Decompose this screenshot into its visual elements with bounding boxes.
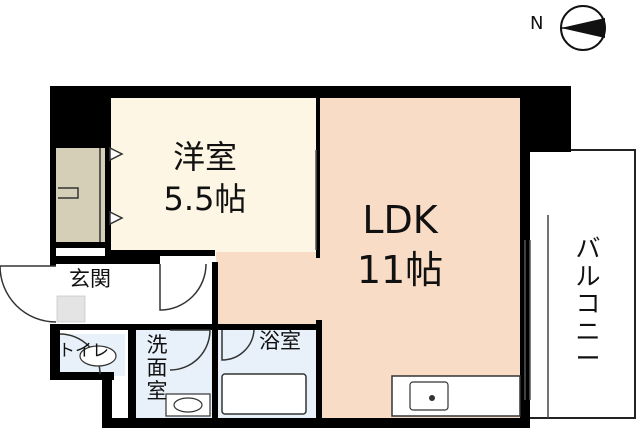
wash-basin	[165, 393, 211, 417]
ldk-label: LDK	[362, 198, 438, 242]
entrance-tile	[56, 295, 86, 323]
balcony	[526, 149, 636, 419]
washroom-label: 洗 面 室	[146, 333, 168, 404]
western-room-floor-lower	[110, 98, 316, 252]
kitchen-counter	[391, 375, 521, 417]
bath-label: 浴室	[259, 329, 301, 353]
toilet-fixture	[79, 345, 117, 367]
compass-icon	[560, 5, 606, 51]
closet-doors	[58, 146, 124, 242]
windows	[315, 150, 531, 400]
western-room-size: 5.5帖	[163, 180, 247, 218]
balcony-label: バ ル コ ニ ー	[575, 234, 601, 373]
entrance-label: 玄関	[69, 267, 111, 291]
bathtub	[221, 373, 307, 415]
compass-north-label: N	[530, 13, 544, 34]
door-swings	[0, 263, 255, 375]
closet-floor	[55, 145, 107, 245]
western-room-label: 洋室	[172, 138, 237, 176]
hallway-floor	[115, 262, 215, 324]
toilet-label: トイレ	[58, 341, 109, 361]
ldk-size: 11帖	[356, 248, 444, 292]
